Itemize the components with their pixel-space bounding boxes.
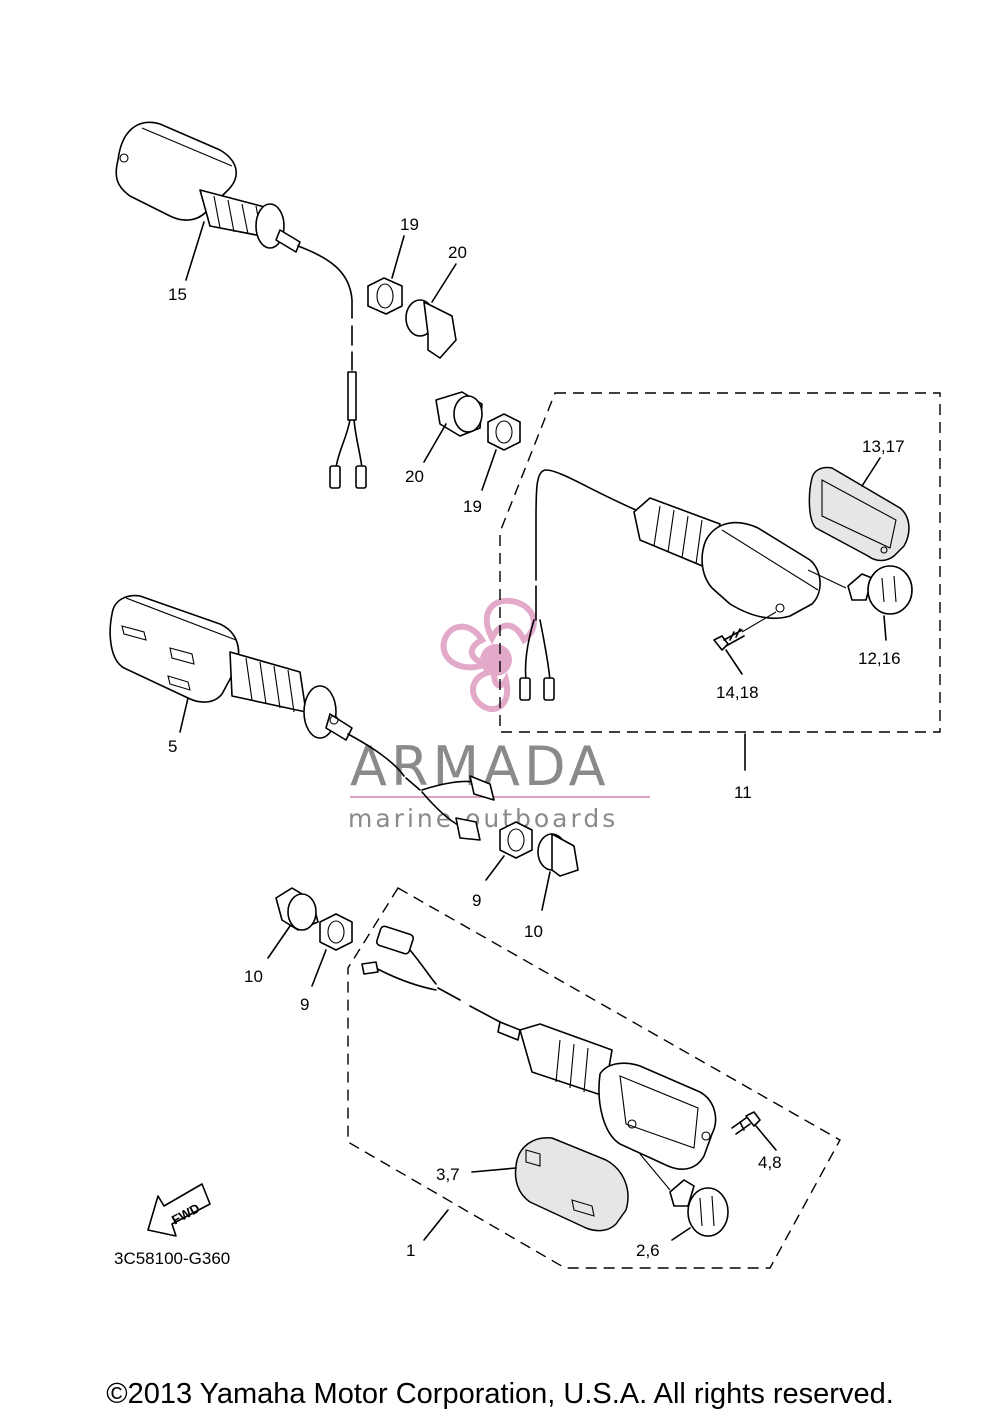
nut-19-mid: [487, 413, 521, 451]
screw-14-18: [713, 628, 745, 651]
callout-4-8: 4,8: [758, 1153, 782, 1172]
lens-3-7: [514, 1137, 629, 1232]
grommet-10-center: [537, 833, 579, 877]
grommet-20-mid: [435, 391, 483, 437]
callout-10-center: 10: [524, 922, 543, 941]
grommet-20-top: [405, 299, 457, 359]
callout-12-16: 12,16: [858, 649, 901, 668]
callout-15: 15: [168, 285, 187, 304]
callout-3-7: 3,7: [436, 1165, 460, 1184]
screw-4-8: [731, 1111, 761, 1135]
turn-signal-1: [361, 925, 717, 1170]
callout-10-lower: 10: [244, 967, 263, 986]
bulb-2-6: [639, 1153, 729, 1237]
callout-11: 11: [734, 783, 752, 802]
watermark: ARMADA marine outboards: [348, 597, 650, 833]
bulb-12-16: [807, 565, 913, 615]
callout-1: 1: [406, 1241, 415, 1260]
copyright-notice: ©2013 Yamaha Motor Corporation, U.S.A. A…: [106, 1378, 894, 1410]
propeller-logo-icon: [440, 597, 537, 712]
nut-9-center: [499, 821, 533, 859]
callout-9-center: 9: [472, 891, 481, 910]
callout-2-6: 2,6: [636, 1241, 660, 1260]
callout-14-18: 14,18: [716, 683, 759, 702]
turn-signal-15: [115, 121, 367, 489]
callout-20-mid: 20: [405, 467, 424, 486]
lens-13-17: [808, 466, 910, 562]
callout-9-lower: 9: [300, 995, 309, 1014]
callout-20-top: 20: [448, 243, 467, 262]
callout-19-top: 19: [400, 215, 419, 234]
callout-13-17: 13,17: [862, 437, 905, 456]
callout-19-mid: 19: [463, 497, 482, 516]
watermark-tagline: marine outboards: [348, 804, 618, 833]
turn-signal-11: [519, 469, 821, 701]
turn-signal-5: [109, 594, 495, 841]
nut-19-top: [367, 277, 403, 315]
callout-5: 5: [168, 737, 177, 756]
nut-9-lower: [319, 913, 353, 951]
fwd-arrow-icon: FWD: [147, 1183, 211, 1237]
grommet-10-lower: [275, 887, 319, 931]
diagram-code: 3C58100-G360: [114, 1249, 230, 1268]
